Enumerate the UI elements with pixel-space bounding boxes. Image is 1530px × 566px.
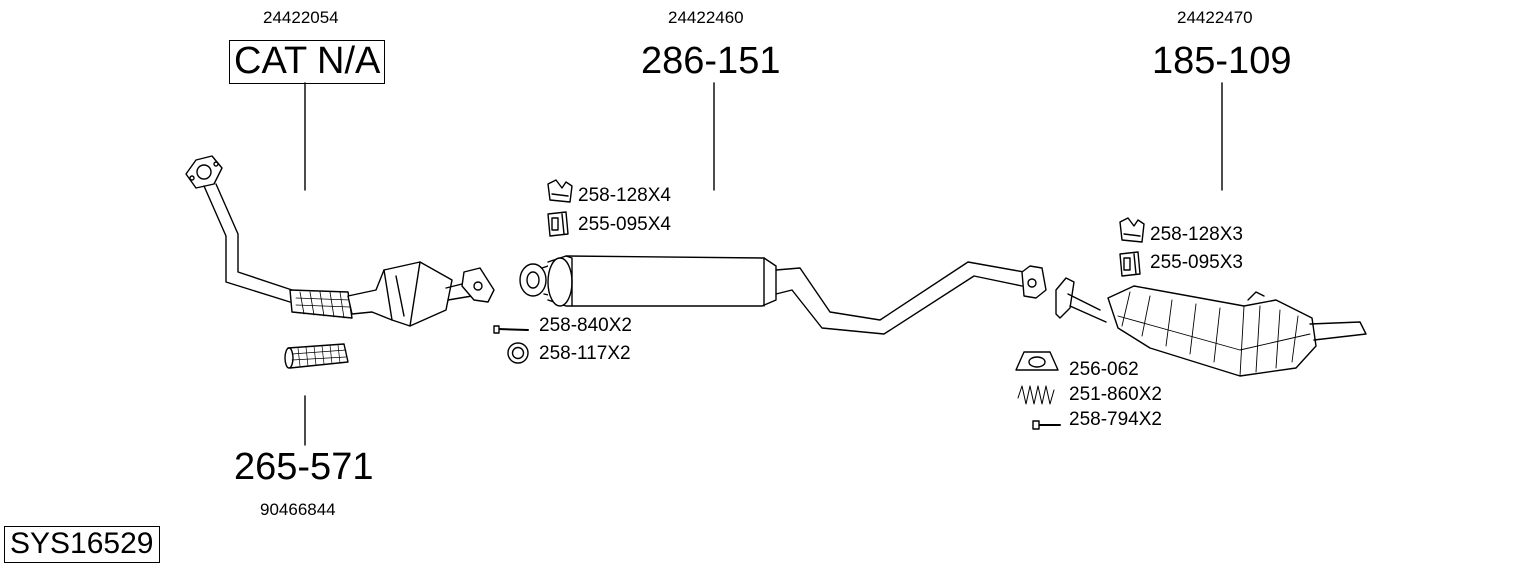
part-label-rear-silencer[interactable]: 185-109	[1152, 40, 1292, 82]
accessory-label-ring-gasket[interactable]: 258-117X2	[539, 343, 631, 364]
accessory-label-mount-middle[interactable]: 255-095X4	[578, 214, 671, 235]
rubber-mount-icon-rear	[1119, 251, 1141, 277]
accessory-label-hanger-rear[interactable]: 258-128X3	[1150, 224, 1243, 245]
part-label-middle-silencer[interactable]: 286-151	[641, 40, 781, 82]
bolt-icon-rear	[1032, 420, 1061, 430]
middle-silencer-drawing	[519, 255, 1047, 335]
accessory-label-bolt-rear[interactable]: 258-794X2	[1069, 409, 1162, 430]
accessory-label-hanger-middle[interactable]: 258-128X4	[578, 185, 671, 206]
spring-icon	[1017, 385, 1055, 405]
oem-number-front-pipe: 24422054	[263, 8, 339, 27]
oem-number-middle-silencer: 24422460	[668, 8, 744, 27]
cone-gasket-icon	[1015, 351, 1059, 371]
flex-pipe-drawing	[284, 343, 349, 369]
accessory-label-bolt-middle[interactable]: 258-840X2	[539, 315, 632, 336]
rubber-mount-icon	[547, 211, 569, 237]
part-label-flex-pipe[interactable]: 265-571	[234, 446, 374, 488]
rubber-hanger-icon	[547, 179, 573, 203]
ring-gasket-icon	[507, 342, 529, 364]
accessory-label-cone-gasket[interactable]: 256-062	[1069, 359, 1139, 380]
part-label-front-pipe[interactable]: CAT N/A	[229, 40, 386, 84]
system-id-badge: SYS16529	[4, 526, 161, 563]
oem-number-flex-pipe: 90466844	[260, 500, 336, 519]
front-pipe-catalyst-drawing	[185, 155, 495, 327]
accessory-label-mount-rear[interactable]: 255-095X3	[1150, 252, 1243, 273]
oem-number-rear-silencer: 24422470	[1177, 8, 1253, 27]
rubber-hanger-icon-rear	[1119, 217, 1145, 243]
bolt-icon	[493, 325, 529, 334]
accessory-label-spring[interactable]: 251-860X2	[1069, 384, 1162, 405]
rear-silencer-drawing	[1055, 277, 1367, 377]
